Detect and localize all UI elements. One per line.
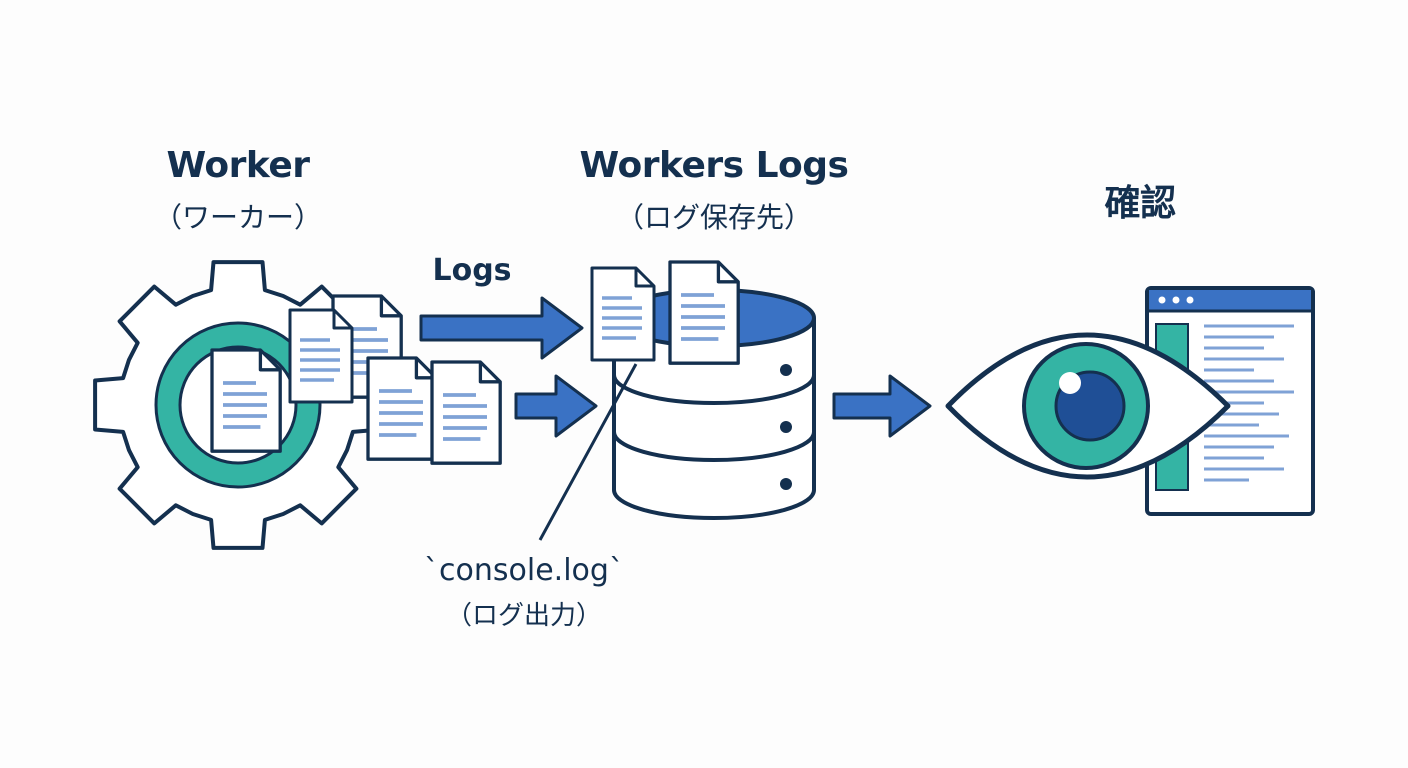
document-icon bbox=[366, 356, 439, 462]
storage-title: Workers Logs bbox=[579, 145, 849, 186]
logs-label: Logs bbox=[432, 253, 512, 288]
console-log-subtitle: （ログ出力） bbox=[445, 601, 603, 631]
arrow-right-icon bbox=[832, 374, 932, 438]
arrow-right-icon bbox=[419, 296, 584, 360]
worker-subtitle: （ワーカー） bbox=[153, 201, 323, 234]
arrow-right-icon bbox=[514, 374, 598, 438]
confirm-title: 確認 bbox=[1104, 183, 1176, 224]
document-icon bbox=[668, 260, 741, 366]
document-icon bbox=[210, 348, 283, 454]
document-icon bbox=[430, 360, 503, 466]
eye-icon bbox=[945, 332, 1231, 480]
worker-title: Worker bbox=[166, 145, 310, 186]
console-log-pointer bbox=[538, 363, 638, 541]
console-log-label: `console.log` bbox=[424, 553, 624, 588]
document-icon bbox=[590, 266, 656, 362]
document-icon bbox=[288, 308, 354, 404]
storage-subtitle: （ログ保存先） bbox=[615, 201, 813, 234]
